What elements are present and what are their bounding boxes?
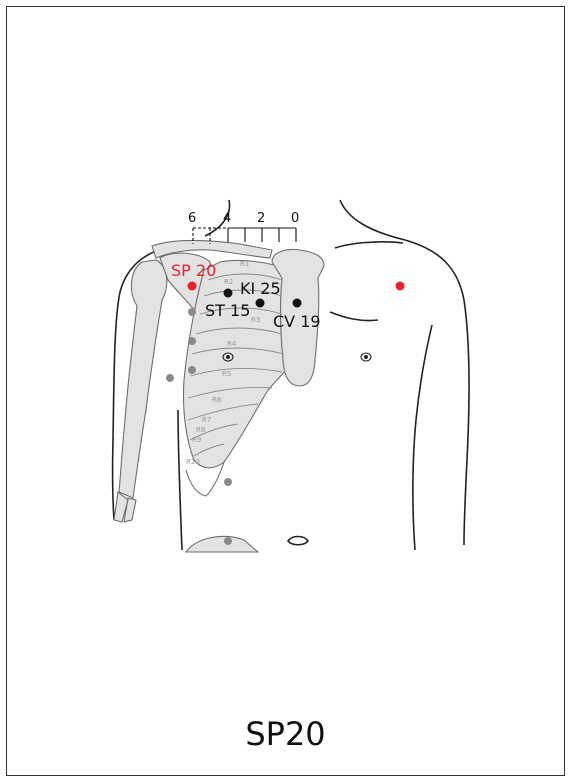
rib-label-r9: R9 [192, 436, 201, 444]
rib-label-r4: R4 [227, 340, 237, 348]
rib-label-r3: R3 [251, 316, 260, 324]
pelvis-bone [186, 536, 258, 552]
scale-label-0: 0 [291, 211, 299, 226]
rib-label-r5: R5 [222, 370, 231, 378]
right-nipple [361, 353, 371, 361]
right-shoulder-line [405, 240, 469, 545]
left-torso-line [178, 410, 182, 550]
rib-label-r1: R1 [240, 260, 249, 268]
meridian-dot [188, 366, 196, 374]
rib-label-r2: R2 [224, 278, 233, 286]
right-chest-curve [335, 242, 403, 248]
cv19-label: CV 19 [273, 312, 321, 331]
sp20-point [188, 282, 197, 291]
ki25-label: KI 25 [240, 279, 281, 298]
st15-point [256, 299, 265, 308]
navel [288, 537, 308, 545]
neck-right-line [340, 200, 405, 240]
meridian-dot [224, 478, 232, 486]
diagram-caption: SP20 [0, 715, 571, 753]
sp20-label: SP 20 [171, 261, 216, 280]
rib-label-r6: R6 [212, 396, 222, 404]
st15-label: ST 15 [205, 301, 250, 320]
scale-label-6: 6 [188, 211, 196, 226]
rib-label-r8: R8 [196, 426, 205, 434]
humerus-bone [119, 260, 167, 498]
ki25-point [224, 289, 233, 298]
cv19-point [293, 299, 302, 308]
meridian-dot [188, 337, 196, 345]
rib-label-r10: R10 [186, 458, 200, 466]
right-pectoral-line [330, 312, 378, 321]
meridian-dot [166, 374, 174, 382]
meridian-dot [188, 308, 196, 316]
rib-label-r7: R7 [202, 416, 211, 424]
scale-label-4: 4 [223, 211, 231, 226]
scale-label-2: 2 [257, 211, 265, 226]
meridian-dot [224, 537, 232, 545]
contralateral-sp20-point [396, 282, 405, 291]
right-arm-inner-line [413, 325, 432, 550]
